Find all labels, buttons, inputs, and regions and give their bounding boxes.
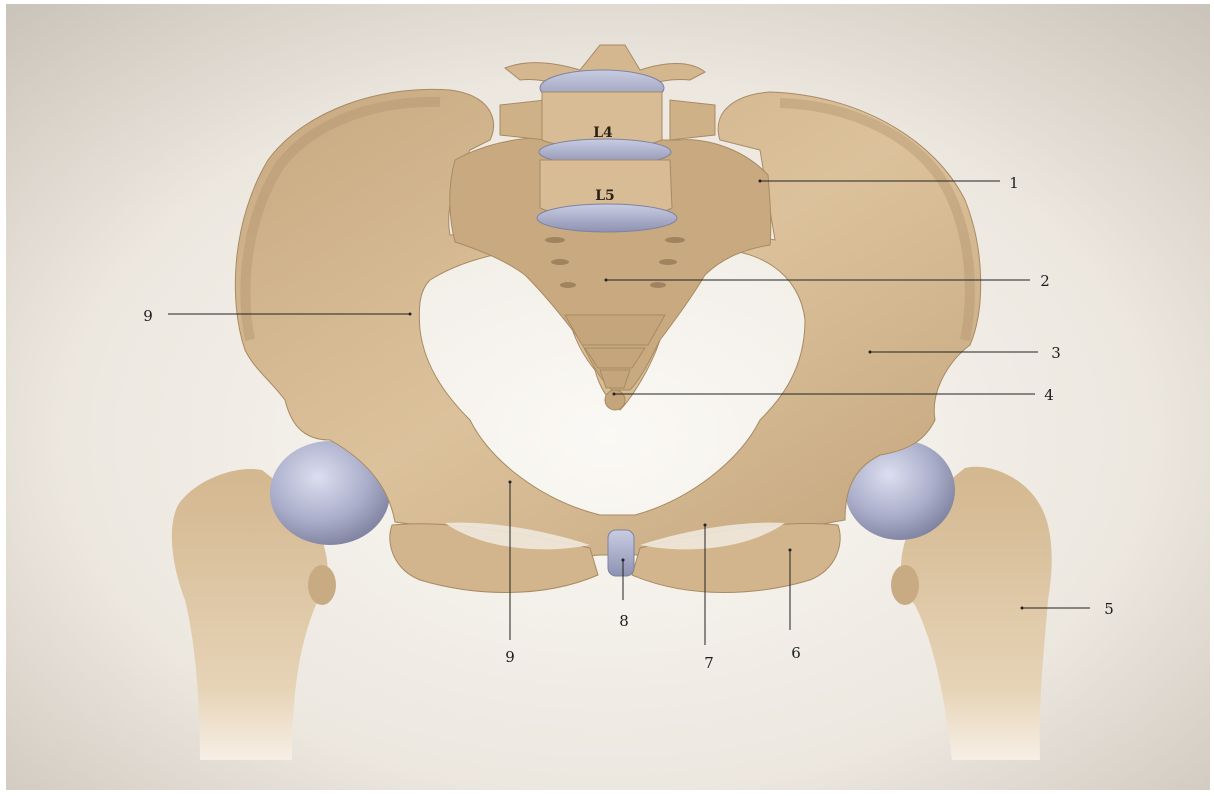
callout-3: 3 xyxy=(1051,344,1061,362)
callout-8: 8 xyxy=(619,612,629,630)
callout-5: 5 xyxy=(1104,600,1114,618)
callout-9-bottom: 9 xyxy=(505,648,515,666)
l5-s1-disc xyxy=(537,204,677,232)
vertebra-label-l4: L4 xyxy=(593,125,613,141)
callout-9-left: 9 xyxy=(143,307,153,325)
callout-7: 7 xyxy=(704,654,714,672)
callout-2: 2 xyxy=(1040,272,1050,290)
callout-6: 6 xyxy=(791,644,801,662)
pubic-symphysis xyxy=(608,530,634,576)
callout-4: 4 xyxy=(1044,386,1054,404)
callout-1: 1 xyxy=(1009,174,1019,192)
vertebra-label-l5: L5 xyxy=(595,188,615,204)
